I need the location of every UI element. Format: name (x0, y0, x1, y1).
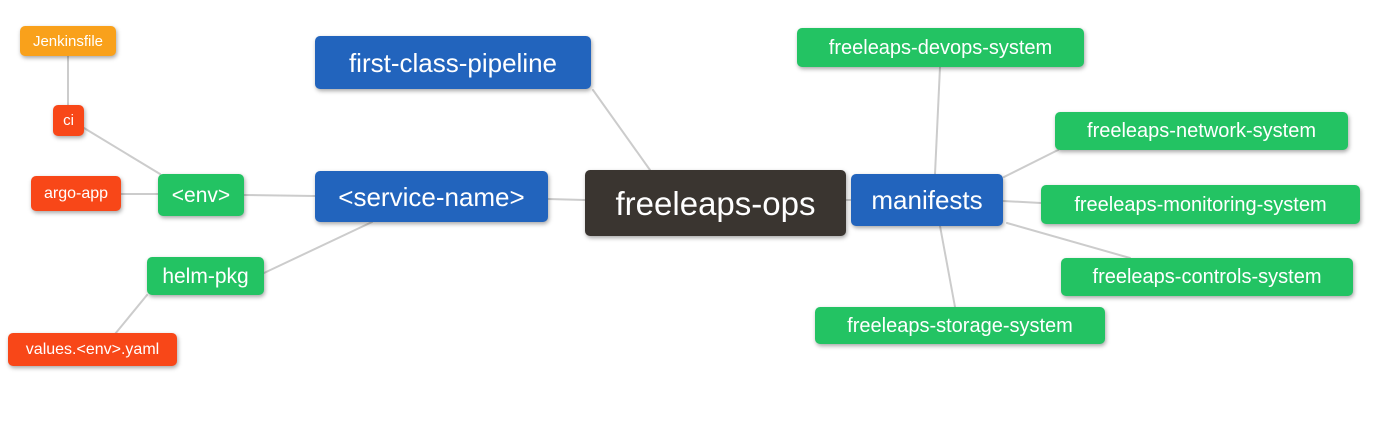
edge-ci--env (83, 127, 161, 175)
node-jenkinsfile[interactable]: Jenkinsfile (20, 26, 116, 56)
node-freeleaps-storage-system[interactable]: freeleaps-storage-system (815, 307, 1105, 344)
node-freeleaps-controls-system[interactable]: freeleaps-controls-system (1061, 258, 1353, 296)
node-label: ci (63, 112, 74, 129)
node-freeleaps-network-system[interactable]: freeleaps-network-system (1055, 112, 1348, 150)
node-label: manifests (871, 185, 983, 215)
node-first-class-pipeline[interactable]: first-class-pipeline (315, 36, 591, 89)
node-freeleaps-devops-system[interactable]: freeleaps-devops-system (797, 28, 1084, 67)
node-env[interactable]: <env> (158, 174, 244, 216)
edge-manifests--freeleaps-monitoring-system (1002, 200, 1042, 204)
edge-first-class-pipeline--freeleaps-ops (592, 89, 651, 171)
node-label: freeleaps-storage-system (847, 314, 1073, 337)
edge-manifests--freeleaps-storage-system (939, 225, 956, 308)
edge-manifests--freeleaps-network-system (1003, 149, 1059, 178)
edge-helm-pkg--service-name (263, 221, 373, 274)
edge-env--service-name (243, 194, 316, 197)
node-label: <env> (171, 183, 231, 207)
node-manifests[interactable]: manifests (851, 174, 1003, 226)
edge-service-name--freeleaps-ops (547, 198, 586, 201)
node-helm-pkg[interactable]: helm-pkg (147, 257, 264, 295)
node-freeleaps-monitoring-system[interactable]: freeleaps-monitoring-system (1041, 185, 1360, 224)
node-argo-app[interactable]: argo-app (31, 176, 121, 211)
node-label: freeleaps-ops (615, 184, 816, 222)
node-label: argo-app (43, 184, 109, 202)
edge-manifests--freeleaps-devops-system (934, 66, 941, 175)
node-label: freeleaps-controls-system (1092, 266, 1322, 288)
node-label: freeleaps-monitoring-system (1074, 193, 1327, 216)
node-label: first-class-pipeline (348, 47, 558, 78)
node-values-env-yaml[interactable]: values.<env>.yaml (8, 333, 177, 366)
edge-values-env-yaml--helm-pkg (114, 294, 148, 335)
node-label: freeleaps-network-system (1087, 120, 1316, 142)
node-ci[interactable]: ci (53, 105, 84, 136)
node-service-name[interactable]: <service-name> (315, 171, 548, 222)
node-freeleaps-ops[interactable]: freeleaps-ops (585, 170, 846, 236)
node-label: <service-name> (338, 181, 525, 212)
edge-manifests--freeleaps-controls-system (1006, 222, 1131, 259)
node-label: Jenkinsfile (32, 32, 104, 50)
node-label: helm-pkg (162, 264, 249, 288)
node-label: freeleaps-devops-system (828, 36, 1053, 59)
node-label: values.<env>.yaml (25, 340, 160, 358)
